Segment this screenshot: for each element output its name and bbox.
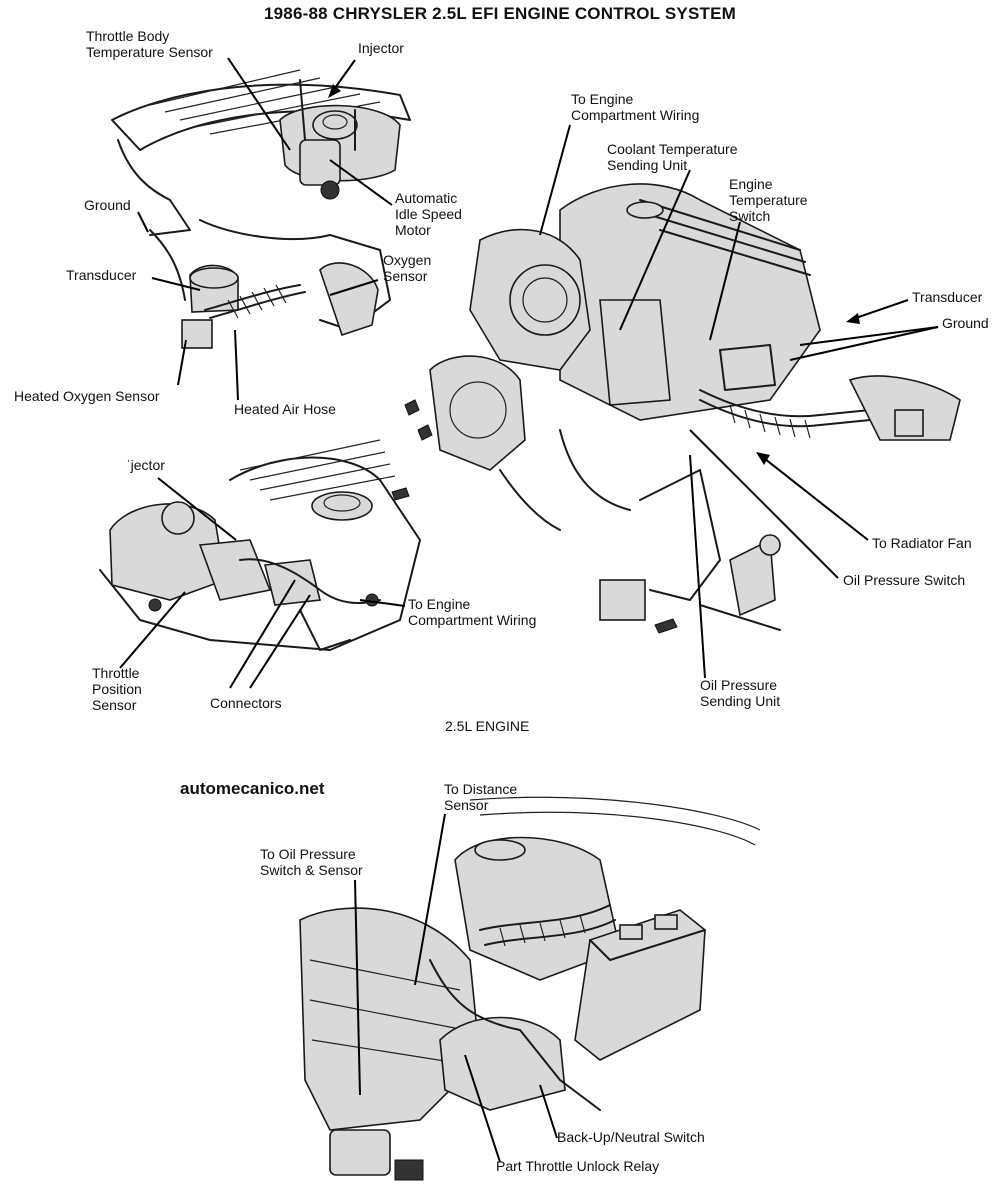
watermark: automecanico.net [180,779,325,798]
label-oil-pressure-sending-unit: Oil Pressure Sending Unit [700,677,781,709]
label-to-distance-sensor: To Distance Sensor [444,781,518,813]
throttle-closeup-illustration [99,439,421,651]
label-oil-pressure-switch: Oil Pressure Switch [843,572,966,588]
throttle-body-illustration [111,69,411,349]
label-throttle-body-temperature-sensor: Throttle Body Temperature Sensor [86,28,213,60]
engine-block-illustration [404,183,961,634]
label-ground-left: Ground [84,197,131,213]
transaxle-illustration [299,796,761,1181]
diagram-title: 1986-88 CHRYSLER 2.5L EFI ENGINE CONTROL… [264,4,736,23]
label-coolant-temperature-sending-unit: Coolant Temperature Sending Unit [607,141,738,173]
label-transducer-right: Transducer [912,289,983,305]
leader-lines [119,57,939,1163]
label-to-oil-pressure-switch-sensor: To Oil Pressure Switch & Sensor [260,846,363,878]
engine-caption: 2.5L ENGINE [445,718,530,734]
label-connectors: Connectors [210,695,282,711]
label-heated-air-hose: Heated Air Hose [234,401,336,417]
label-to-engine-compartment-wiring-top: To Engine Compartment Wiring [571,91,700,123]
label-to-radiator-fan: To Radiator Fan [872,535,972,551]
label-injector-top: Injector [358,40,404,56]
label-engine-temperature-switch: Engine Temperature Switch [729,176,808,224]
label-transducer-left: Transducer [66,267,137,283]
label-injector-mid: ˈjector [126,457,165,473]
label-automatic-idle-speed-motor: Automatic Idle Speed Motor [395,190,462,238]
label-ground-right: Ground [942,315,989,331]
label-back-up-neutral-switch: Back-Up/Neutral Switch [557,1129,705,1145]
label-part-throttle-unlock-relay: Part Throttle Unlock Relay [496,1158,660,1174]
label-heated-oxygen-sensor: Heated Oxygen Sensor [14,388,160,404]
label-to-engine-compartment-wiring-mid: To Engine Compartment Wiring [408,596,537,628]
label-oxygen-sensor: Oxygen Sensor [383,252,432,284]
label-throttle-position-sensor: Throttle Position Sensor [92,665,142,713]
